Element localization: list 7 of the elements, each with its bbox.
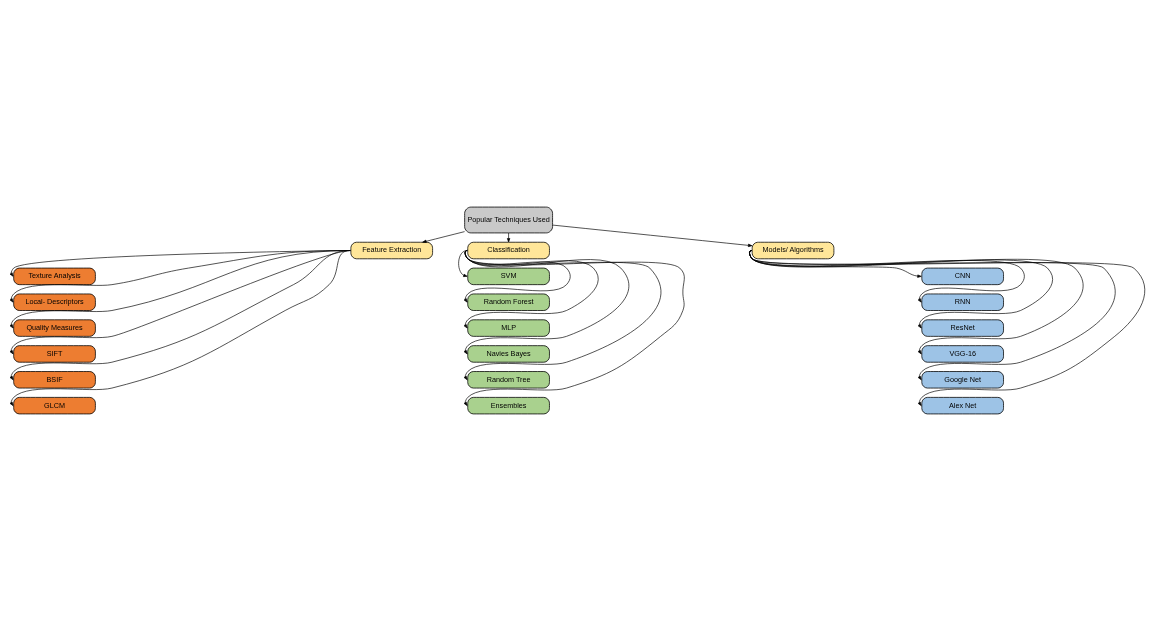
arrow — [422, 231, 465, 243]
arrow — [458, 250, 468, 277]
arrow — [9, 250, 351, 406]
arrow — [507, 232, 511, 243]
arrow — [552, 224, 753, 247]
arrow — [749, 250, 1146, 406]
arrow — [463, 250, 685, 406]
